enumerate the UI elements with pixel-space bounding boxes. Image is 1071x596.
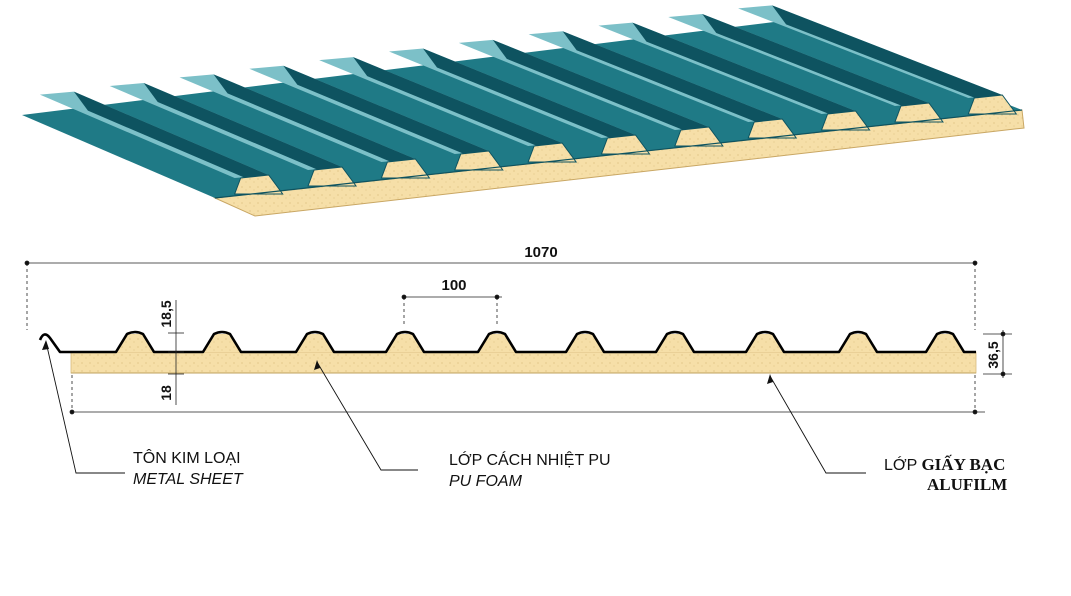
leader-lines bbox=[45, 341, 866, 474]
panel-3d-rib-front bbox=[307, 166, 358, 187]
panel-3d-rib-front bbox=[233, 174, 284, 195]
panel-3d-view bbox=[22, 5, 1025, 217]
metal-sheet-profile bbox=[38, 330, 976, 354]
panel-3d-rib-side bbox=[562, 31, 797, 138]
panel-3d-rib-front bbox=[600, 134, 651, 155]
label-alufilm-prefix: LỚP bbox=[884, 457, 917, 474]
leader-arrows bbox=[42, 340, 773, 384]
panel-3d-rib-side bbox=[353, 57, 577, 162]
dim-rib-height: 18,5 bbox=[158, 300, 174, 327]
panel-3d-rib-side bbox=[492, 39, 723, 147]
panel-3d-rib-front bbox=[894, 102, 944, 123]
label-pu-foam-en: PU FOAM bbox=[449, 473, 522, 490]
panel-3d-rib-side bbox=[772, 5, 1017, 114]
panel-3d-rib-front bbox=[747, 118, 798, 139]
panel-3d-rib-side bbox=[423, 48, 650, 154]
panel-3d-front-edge bbox=[214, 109, 1023, 199]
label-metal-sheet-en: METAL SHEET bbox=[133, 471, 243, 488]
panel-3d-rib-front bbox=[967, 94, 1018, 115]
label-alufilm-name: GIẤY BẠC bbox=[921, 455, 1006, 474]
panel-3d-rib-front bbox=[820, 110, 871, 131]
foam-core bbox=[70, 351, 977, 374]
label-alufilm: LỚP GIẤY BẠC bbox=[884, 454, 1005, 476]
panel-3d-rib-front bbox=[674, 126, 724, 147]
label-alufilm-en: ALUFILM bbox=[927, 475, 1008, 494]
panel-3d-rib-side bbox=[632, 22, 870, 130]
dim-panel-height: 36,5 bbox=[985, 341, 1001, 368]
label-pu-foam-vi: LỚP CÁCH NHIỆT PU bbox=[449, 452, 611, 469]
dim-rib-pitch: 100 bbox=[441, 277, 466, 294]
label-pu-foam: LỚP CÁCH NHIỆT PU PU FOAM bbox=[449, 450, 611, 492]
cross-section bbox=[38, 330, 977, 374]
leader-metal-sheet bbox=[45, 341, 125, 474]
panel-3d-rib-front bbox=[380, 158, 431, 179]
panel-3d-rib-side bbox=[143, 83, 357, 186]
panel-3d-rib-side bbox=[213, 74, 430, 178]
leader-pu-foam bbox=[316, 361, 418, 471]
dim-total-width: 1070 bbox=[524, 244, 557, 261]
leader-alufilm bbox=[769, 375, 866, 474]
panel-3d-rib-front bbox=[454, 150, 504, 171]
rib-foam-fills bbox=[116, 334, 964, 352]
panel-3d-rib-side bbox=[283, 65, 503, 170]
dim-foam-thickness: 18 bbox=[158, 385, 174, 401]
panel-3d-rib-side bbox=[702, 13, 943, 123]
label-metal-sheet: TÔN KIM LOẠI METAL SHEET bbox=[133, 448, 243, 490]
dimension-lines bbox=[24, 260, 1012, 415]
panel-3d-rib-side bbox=[73, 91, 283, 194]
label-metal-sheet-vi: TÔN KIM LOẠI bbox=[133, 450, 241, 467]
panel-3d-rib-front bbox=[527, 142, 578, 163]
panel-3d-ribs bbox=[39, 5, 1018, 195]
